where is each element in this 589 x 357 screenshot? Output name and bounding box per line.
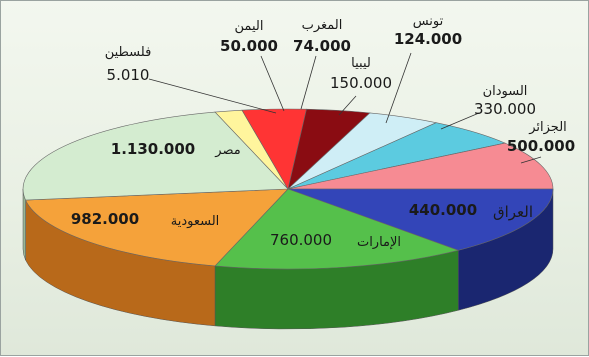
leader-line-1 — [260, 55, 285, 112]
pie-slice-10 — [22, 111, 289, 201]
label-tunisia-value: 124.000 — [393, 30, 463, 48]
label-libya-value: 150.000 — [329, 74, 393, 92]
label-algeria-value: 500.000 — [506, 137, 576, 155]
label-iraq-name: العراق — [492, 203, 534, 221]
label-egypt-value: 1.130.000 — [110, 140, 196, 158]
label-uae-name: الإمارات — [356, 235, 402, 250]
label-yemen-name: اليمن — [234, 19, 264, 34]
label-morocco-name: المغرب — [301, 18, 343, 33]
label-sudan-value: 330.000 — [473, 100, 537, 118]
label-saudi-value: 982.000 — [70, 210, 140, 228]
label-palestine-value: 5.010 — [106, 66, 150, 84]
label-morocco-value: 74.000 — [293, 37, 351, 55]
label-iraq-value: 440.000 — [408, 201, 478, 219]
pie-slice-8 — [25, 188, 289, 267]
label-libya-name: ليبيا — [351, 56, 371, 71]
label-yemen-value: 50.000 — [220, 37, 278, 55]
pie-slice-5 — [287, 142, 554, 190]
label-sudan-name: السودان — [482, 84, 528, 99]
leader-line-5 — [440, 112, 480, 130]
label-saudi-name: السعودية — [170, 214, 220, 229]
leader-line-2 — [300, 55, 317, 110]
label-palestine-name: فلسطين — [104, 45, 152, 60]
leader-line-3 — [338, 95, 357, 116]
leader-line-4 — [385, 52, 412, 124]
pie-slice-7 — [214, 188, 460, 270]
label-tunisia-name: تونس — [412, 14, 444, 29]
leader-line-0 — [148, 78, 277, 114]
pie-slice-6 — [287, 188, 554, 251]
leader-line-6 — [520, 156, 542, 164]
label-uae-value: 760.000 — [269, 231, 333, 249]
label-egypt-name: مصر — [215, 143, 241, 158]
label-algeria-name: الجزائر — [529, 120, 567, 135]
